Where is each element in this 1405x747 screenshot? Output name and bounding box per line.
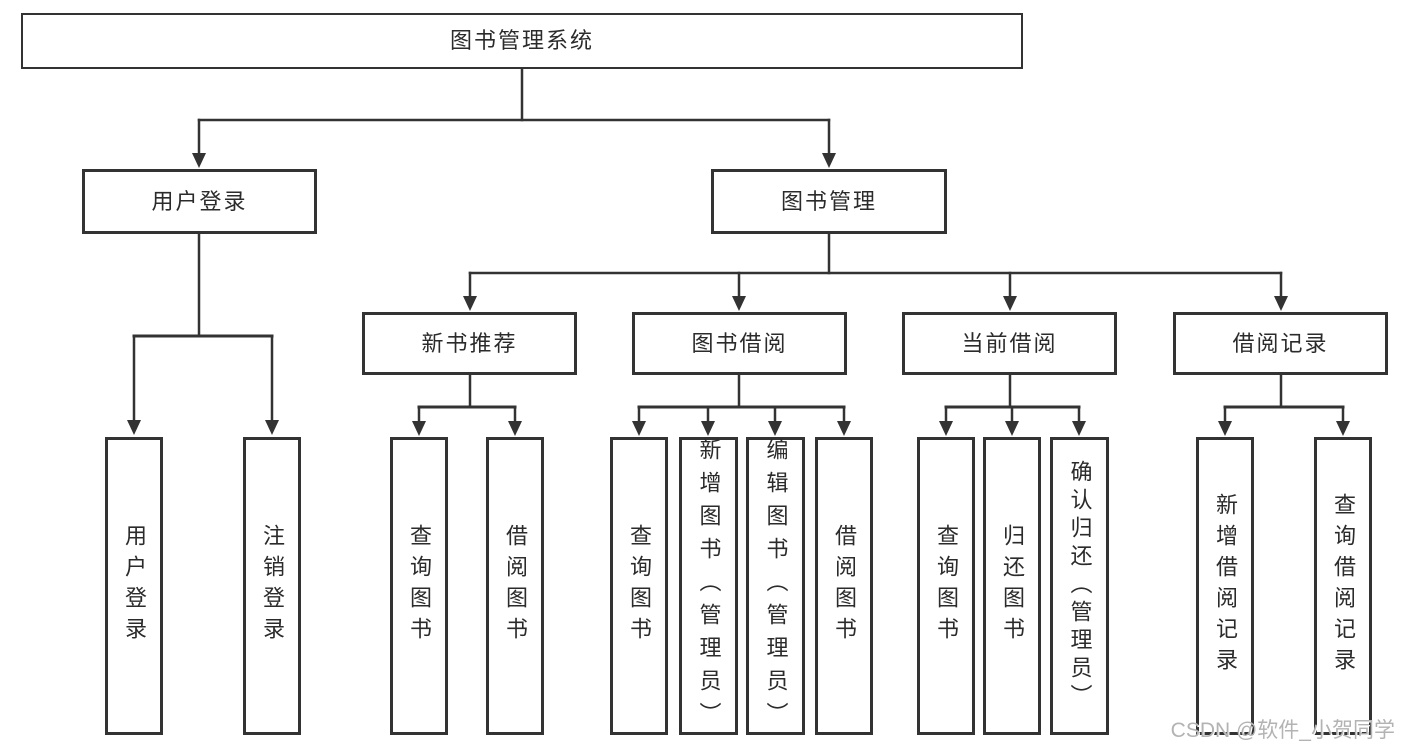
node-book-borrow-label: 图书借阅 (691, 330, 788, 356)
node-leaf-query-books-current-label: 查询图书 (934, 524, 959, 648)
node-leaf-edit-books-admin: 编辑图书（管理员） (746, 437, 805, 735)
node-borrow-records-label: 借阅记录 (1232, 330, 1329, 356)
node-user-login-label: 用户登录 (151, 188, 248, 214)
node-leaf-borrow-books-label: 借阅图书 (832, 524, 857, 648)
node-leaf-logout: 注销登录 (243, 437, 301, 735)
node-new-book-recommend: 新书推荐 (362, 312, 577, 375)
node-leaf-user-login: 用户登录 (105, 437, 163, 735)
node-book-management: 图书管理 (711, 169, 947, 234)
node-leaf-confirm-return-admin: 确认归还（管理员） (1050, 437, 1109, 735)
node-leaf-query-borrow-record: 查询借阅记录 (1314, 437, 1372, 735)
node-leaf-return-books: 归还图书 (983, 437, 1041, 735)
arrowheads (127, 153, 1350, 436)
node-leaf-query-books-recommend-label: 查询图书 (407, 524, 432, 648)
node-leaf-query-books-borrow: 查询图书 (610, 437, 668, 735)
node-leaf-edit-books-admin-label: 编辑图书（管理员） (763, 437, 789, 735)
node-leaf-return-books-label: 归还图书 (1000, 524, 1025, 648)
node-root: 图书管理系统 (21, 13, 1023, 69)
node-leaf-borrow-books-recommend: 借阅图书 (486, 437, 544, 735)
node-new-book-recommend-label: 新书推荐 (421, 330, 518, 356)
node-leaf-query-borrow-record-label: 查询借阅记录 (1331, 493, 1356, 679)
node-leaf-add-books-admin-label: 新增图书（管理员） (696, 437, 722, 735)
node-leaf-confirm-return-admin-label: 确认归还（管理员） (1067, 460, 1093, 712)
node-leaf-borrow-books: 借阅图书 (815, 437, 873, 735)
node-leaf-query-books-current: 查询图书 (917, 437, 975, 735)
node-leaf-query-books-recommend: 查询图书 (390, 437, 448, 735)
node-leaf-add-borrow-record: 新增借阅记录 (1196, 437, 1254, 735)
node-leaf-logout-label: 注销登录 (260, 524, 285, 648)
node-borrow-records: 借阅记录 (1173, 312, 1388, 375)
node-root-label: 图书管理系统 (449, 28, 594, 53)
node-leaf-add-books-admin: 新增图书（管理员） (679, 437, 738, 735)
node-current-borrow: 当前借阅 (902, 312, 1117, 375)
csdn-watermark: CSDN @软件_小贺同学 (1170, 719, 1395, 742)
node-book-borrow: 图书借阅 (632, 312, 847, 375)
node-leaf-user-login-label: 用户登录 (122, 524, 147, 648)
node-leaf-borrow-books-recommend-label: 借阅图书 (503, 524, 528, 648)
node-current-borrow-label: 当前借阅 (961, 330, 1058, 356)
node-leaf-query-books-borrow-label: 查询图书 (627, 524, 652, 648)
node-leaf-add-borrow-record-label: 新增借阅记录 (1213, 493, 1238, 679)
node-book-management-label: 图书管理 (780, 188, 877, 214)
node-user-login: 用户登录 (82, 169, 317, 234)
